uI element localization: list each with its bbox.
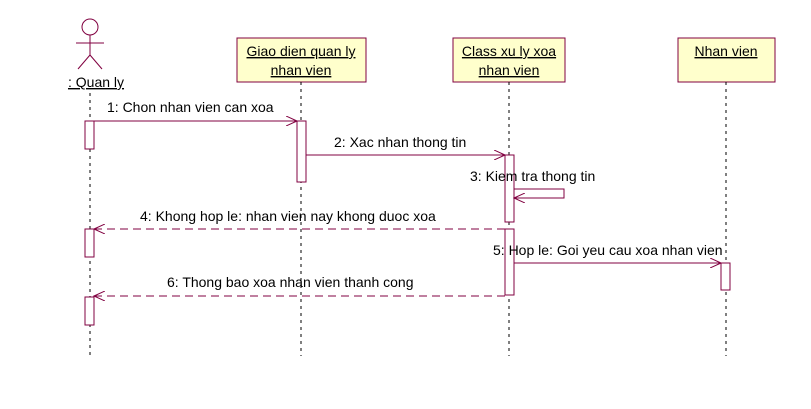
- message-1[interactable]: 1: Chon nhan vien can xoa: [94, 99, 297, 121]
- activation-ui-1: [296, 120, 307, 183]
- message-3-label: 3: Kiem tra thong tin: [470, 168, 595, 184]
- message-2-label: 2: Xac nhan thong tin: [334, 134, 466, 150]
- participant-controller-label-1: Class xu ly xoa: [462, 43, 556, 59]
- stick-figure-icon: [76, 18, 104, 70]
- participant-controller-label-2: nhan vien: [479, 62, 540, 78]
- activation-entity-1: [720, 262, 731, 291]
- message-6-label: 6: Thong bao xoa nhan vien thanh cong: [167, 274, 414, 290]
- activation-controller-2: [504, 228, 515, 296]
- actor-label: : Quan ly: [68, 74, 124, 90]
- actor-quan-ly[interactable]: : Quan ly: [68, 18, 124, 90]
- message-5-label: 5: Hop le: Goi yeu cau xoa nhan vien: [493, 242, 723, 258]
- participant-ui-label-2: nhan vien: [271, 62, 332, 78]
- activation-actor-2: [84, 228, 95, 258]
- activation-actor-1: [84, 120, 95, 150]
- message-6[interactable]: 6: Thong bao xoa nhan vien thanh cong: [94, 274, 505, 296]
- message-4-label: 4: Khong hop le: nhan vien nay khong duo…: [140, 208, 436, 224]
- participant-controller[interactable]: Class xu ly xoa nhan vien: [452, 37, 566, 83]
- participant-ui[interactable]: Giao dien quan ly nhan vien: [236, 37, 367, 83]
- message-5[interactable]: 5: Hop le: Goi yeu cau xoa nhan vien: [493, 242, 723, 263]
- message-2[interactable]: 2: Xac nhan thong tin: [306, 134, 505, 155]
- participant-ui-label-1: Giao dien quan ly: [247, 43, 356, 59]
- message-3[interactable]: 3: Kiem tra thong tin: [470, 168, 595, 198]
- participant-entity-label: Nhan vien: [694, 43, 757, 59]
- message-4[interactable]: 4: Khong hop le: nhan vien nay khong duo…: [94, 208, 505, 229]
- participant-entity[interactable]: Nhan vien: [677, 37, 776, 83]
- message-1-label: 1: Chon nhan vien can xoa: [107, 99, 274, 115]
- activation-controller-1: [504, 154, 515, 223]
- activation-actor-3: [84, 296, 95, 326]
